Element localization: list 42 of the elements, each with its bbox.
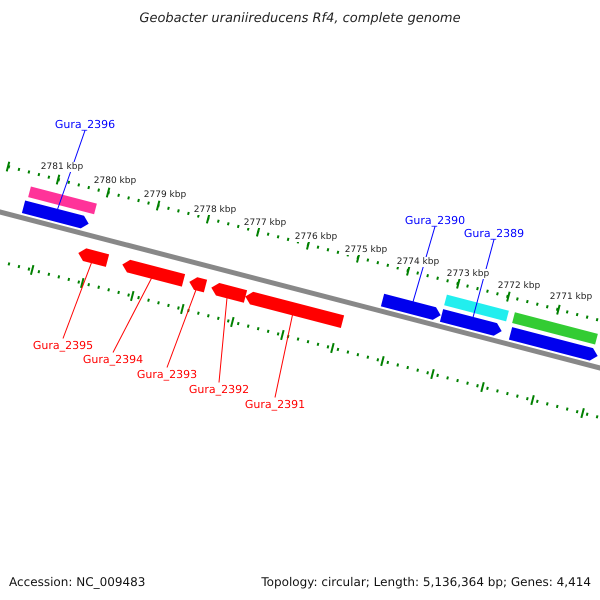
leader-line — [62, 262, 92, 339]
leader-line — [274, 314, 293, 398]
leader-line — [57, 130, 86, 210]
gene-feature — [245, 292, 344, 328]
gene-feature — [78, 248, 110, 267]
gene-label: Gura_2390 — [404, 214, 466, 226]
gene-label: Gura_2389 — [464, 226, 524, 240]
gene-feature — [211, 282, 248, 303]
gene-label: Gura_2391 — [244, 398, 306, 410]
scale-label: 2773 kbp — [446, 269, 490, 279]
scale-label: 2776 kbp — [294, 232, 338, 242]
gene-label: Gura_2394 — [82, 352, 144, 366]
scale-label: 2777 kbp — [244, 218, 286, 228]
leader-line — [166, 289, 196, 368]
gene-label: Gura_2393 — [136, 368, 198, 380]
leader-line — [218, 297, 228, 383]
gene-bar — [512, 312, 598, 344]
gene-bar — [28, 186, 97, 214]
scale-label: 2775 kbp — [344, 245, 388, 255]
scale-label: 2779 kbp — [144, 190, 186, 200]
accession-note: Accession: NC_009483 — [9, 575, 146, 589]
genome-summary: Topology: circular; Length: 5,136,364 bp; Genes: 4,414 — [261, 575, 591, 589]
leader-line — [472, 239, 494, 318]
leader-line — [412, 226, 436, 302]
gene-feature — [440, 309, 502, 336]
scale-label: 2780 kbp — [94, 176, 136, 186]
gene-label: Gura_2395 — [32, 338, 94, 352]
gene-feature — [508, 327, 598, 361]
gene-bar — [444, 294, 509, 322]
leader-line — [112, 278, 152, 353]
scale-label: 2778 kbp — [194, 205, 236, 215]
gene-label: Gura_2392 — [188, 382, 250, 396]
scale-label: 2771 kbp — [550, 292, 592, 302]
scale-label: 2774 kbp — [396, 257, 440, 267]
diagram-title: Geobacter uraniireducens Rf4, complete genome — [139, 10, 461, 26]
scale-label: 2781 kbp — [40, 162, 84, 172]
gene-feature — [189, 277, 208, 292]
gene-label: Gura_2396 — [54, 118, 116, 130]
gene-feature — [22, 200, 89, 228]
gene-feature — [122, 260, 186, 287]
gene-feature — [380, 294, 441, 320]
scale-label: 2772 kbp — [498, 281, 540, 291]
